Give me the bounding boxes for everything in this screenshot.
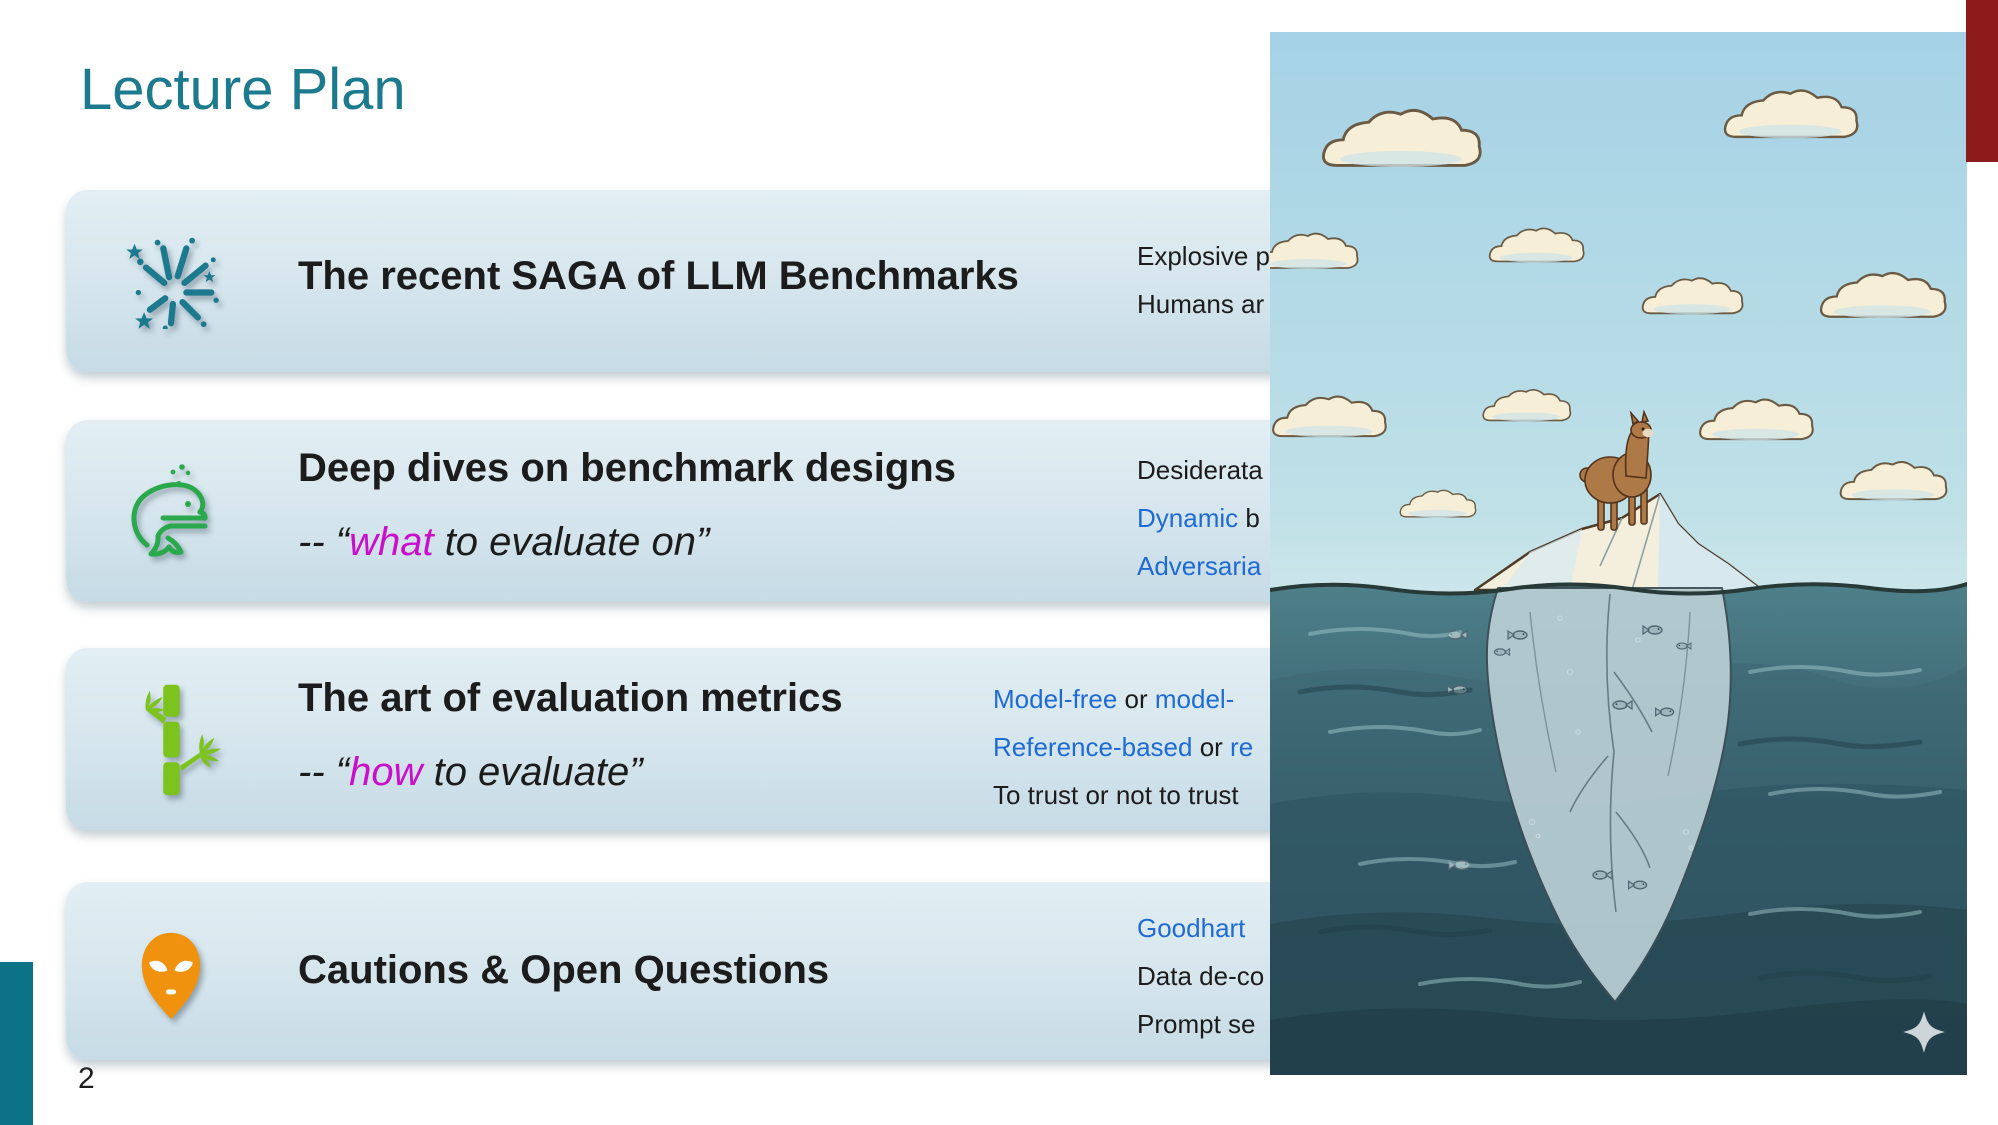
text-segment: to evaluate”: [422, 750, 643, 794]
detail-line: Dynamic b: [1137, 494, 1263, 542]
detail-line: Prompt se: [1137, 1000, 1264, 1048]
row-details: Goodhart Data de-co Prompt se: [1137, 904, 1264, 1048]
text-segment: Dynamic: [1137, 503, 1239, 533]
page-number: 2: [78, 1062, 95, 1095]
row-title: The art of evaluation metrics: [298, 672, 843, 724]
llama-iceberg-illustration: [1258, 32, 1969, 1075]
alien-icon: [116, 928, 226, 1024]
text-segment: Goodhart: [1137, 913, 1246, 943]
text-segment: what: [349, 520, 434, 564]
detail-line: Explosive p: [1137, 232, 1270, 280]
detail-line: Data de-co: [1137, 952, 1264, 1000]
bamboo-icon: [116, 678, 226, 800]
text-segment: model-: [1154, 684, 1235, 714]
detail-line: Humans ar: [1137, 280, 1270, 328]
text-segment: to evaluate on”: [433, 520, 710, 564]
red-accent-bar: [1966, 0, 1998, 162]
text-segment: or: [1192, 732, 1231, 762]
page-title: Lecture Plan: [80, 57, 406, 122]
sparkle-icon: [1903, 1011, 1945, 1053]
text-segment: Adversaria: [1137, 551, 1262, 581]
text-segment: To trust or not to trust: [993, 780, 1239, 810]
text-segment: Deep dives on benchmark designs: [298, 446, 956, 490]
detail-line: Reference-based or re: [993, 723, 1253, 771]
row-title: Deep dives on benchmark designs: [298, 442, 956, 494]
text-segment: -- “: [298, 750, 350, 794]
row-subtitle: -- “how to evaluate”: [298, 746, 643, 798]
text-segment: Cautions & Open Questions: [298, 948, 830, 992]
detail-line: Desiderata: [1137, 446, 1263, 494]
iceberg-tip: [1473, 492, 1764, 592]
text-segment: The recent SAGA of LLM Benchmarks: [298, 254, 1019, 298]
text-segment: or: [1117, 684, 1155, 714]
text-segment: Data de-co: [1137, 961, 1265, 991]
text-segment: Desiderata: [1137, 455, 1263, 485]
text-segment: Reference-based: [993, 732, 1193, 762]
row-details: Model-free or model- Reference-based or …: [993, 675, 1253, 819]
text-segment: Explosive p: [1137, 241, 1270, 271]
row-subtitle: -- “what to evaluate on”: [298, 516, 709, 568]
row-details: Explosive p Humans ar: [1137, 232, 1270, 328]
text-segment: how: [349, 750, 423, 794]
text-segment: Prompt se: [1137, 1009, 1256, 1039]
text-segment: b: [1238, 503, 1260, 533]
text-segment: re: [1230, 732, 1254, 762]
text-segment: Model-free: [993, 684, 1118, 714]
detail-line: Adversaria: [1137, 542, 1263, 590]
detail-line: Model-free or model-: [993, 675, 1253, 723]
detail-line: Goodhart: [1137, 904, 1264, 952]
row-title: The recent SAGA of LLM Benchmarks: [298, 250, 1019, 302]
fireworks-icon: [116, 226, 226, 336]
row-title: Cautions & Open Questions: [298, 944, 829, 996]
text-segment: Humans ar: [1137, 289, 1265, 319]
text-segment: -- “: [298, 520, 350, 564]
llama: [1579, 409, 1654, 531]
text-segment: The art of evaluation metrics: [298, 676, 843, 720]
teal-accent-bar: [0, 962, 33, 1125]
submerged-iceberg: [1485, 587, 1732, 1003]
whale-icon: [116, 458, 226, 564]
row-details: Desiderata Dynamic b Adversaria: [1137, 446, 1263, 590]
detail-line: To trust or not to trust: [993, 771, 1253, 819]
